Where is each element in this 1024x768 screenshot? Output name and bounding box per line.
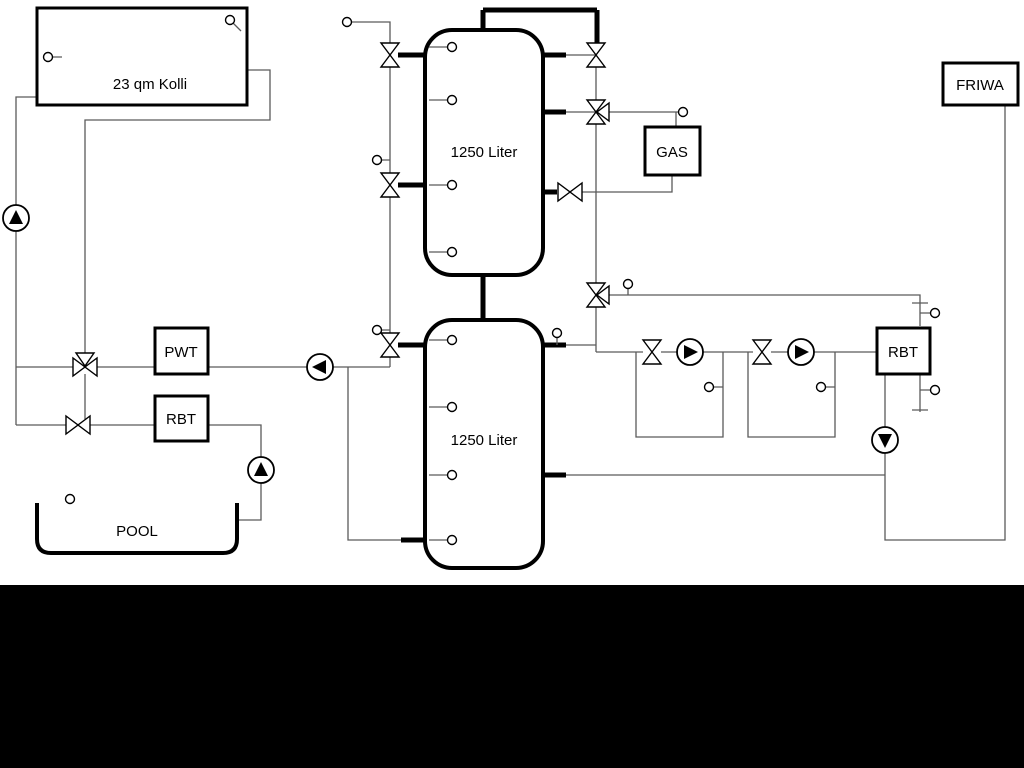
three-way-valve-icon <box>72 352 98 378</box>
three-way-valve-icon <box>585 99 610 125</box>
sensor-icon <box>677 106 689 118</box>
rbt-left-label: RBT <box>166 411 196 428</box>
sensor-icon <box>703 381 715 393</box>
valve-icon <box>379 172 401 198</box>
rbt-left-box <box>153 394 210 443</box>
sensor-icon <box>341 16 353 28</box>
sensor-icon <box>446 246 458 258</box>
sensor-icon <box>929 307 941 319</box>
pump-icon <box>2 204 30 232</box>
sensor-icon <box>446 179 458 191</box>
solar-collector-box <box>35 6 249 107</box>
pwt-label: PWT <box>164 344 197 361</box>
pump-icon <box>247 456 275 484</box>
pump-icon <box>871 426 899 454</box>
pump-icon <box>787 338 815 366</box>
friwa-box <box>941 61 1020 107</box>
sensor-icon <box>64 493 76 505</box>
sensor-icon <box>446 534 458 546</box>
sensor-icon <box>371 324 383 336</box>
rbt-right-label: RBT <box>888 344 918 361</box>
valve-icon <box>379 332 401 358</box>
sensor-icon <box>371 154 383 166</box>
bottom-black-band <box>0 585 1024 768</box>
lower-buffer-tank <box>423 318 545 570</box>
valve-icon <box>557 181 583 203</box>
sensor-icon <box>446 94 458 106</box>
upper-buffer-tank <box>423 28 545 277</box>
sensor-icon <box>551 327 563 339</box>
sensor-icon <box>815 381 827 393</box>
sensor-icon <box>224 14 236 26</box>
pump-icon <box>306 353 334 381</box>
tank-port-stubs <box>398 7 600 543</box>
valve-icon <box>641 339 663 365</box>
valve-icon <box>751 339 773 365</box>
valve-icon <box>65 414 91 436</box>
gas-label: GAS <box>656 144 688 161</box>
upper-tank-label: 1250 Liter <box>451 144 518 161</box>
pump-icon <box>676 338 704 366</box>
sensor-group <box>42 14 941 546</box>
three-way-valve-icon <box>585 282 610 308</box>
valve-icon <box>585 42 607 68</box>
pool-basin <box>35 503 239 555</box>
sensor-icon <box>446 401 458 413</box>
sensor-icon <box>446 469 458 481</box>
sensor-icon <box>446 334 458 346</box>
collector-label: 23 qm Kolli <box>113 76 187 93</box>
lower-tank-label: 1250 Liter <box>451 432 518 449</box>
pool-label: POOL <box>116 523 158 540</box>
rbt-right-box <box>875 326 932 376</box>
gas-boiler-box <box>643 125 702 177</box>
pipe-network <box>15 21 1006 541</box>
sensor-icon <box>446 41 458 53</box>
friwa-label: FRIWA <box>956 77 1004 94</box>
valve-icon <box>379 42 401 68</box>
sensor-icon <box>929 384 941 396</box>
sensor-stems <box>52 22 629 541</box>
sensor-icon <box>42 51 54 63</box>
pwt-heat-exchanger-box <box>153 326 210 376</box>
sensor-icon <box>622 278 634 290</box>
